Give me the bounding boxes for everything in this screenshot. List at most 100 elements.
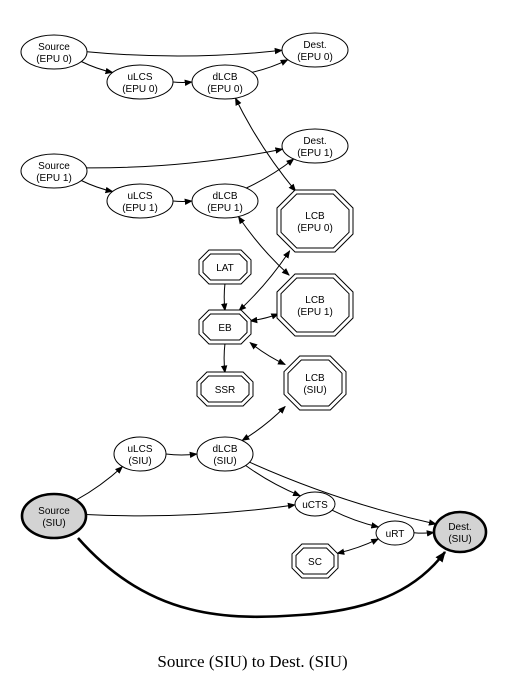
node-shape-inner [287, 359, 343, 407]
node-ssr: SSR [196, 371, 254, 407]
node-dest-siu: Dest.(SIU) [432, 510, 488, 554]
node-shape [294, 491, 336, 517]
node-shape-inner [202, 313, 248, 341]
edge-source-epu1-to-ulcs-epu1 [81, 180, 114, 194]
node-dlcb-epu1: dLCB(EPU 1) [191, 183, 259, 219]
node-shape [196, 436, 254, 472]
node-label: LCB [305, 211, 325, 222]
node-label: uLCS [127, 191, 152, 202]
node-shape [281, 128, 349, 164]
node-shape-outer [276, 273, 354, 337]
edge-dlcb-siu-to-lcb-siu [241, 405, 286, 441]
node-source-epu1: Source(EPU 1) [20, 153, 88, 189]
edge-ulcs-siu-to-dlcb-siu [165, 451, 198, 459]
node-shape-inner [295, 547, 335, 575]
node-label: Dest. [303, 136, 326, 147]
edge-eb-to-lcb-siu [249, 341, 286, 365]
node-label: Source [38, 506, 70, 517]
edge-source-epu1-to-dest-epu1 [86, 147, 284, 169]
node-label: Source [38, 161, 70, 172]
edge-source-siu-to-ulcs-siu [75, 466, 124, 501]
node-sublabel: (SIU) [213, 456, 236, 467]
node-label: uRT [386, 529, 405, 540]
node-sublabel: (EPU 0) [297, 223, 333, 234]
node-label: LCB [305, 373, 325, 384]
node-shape-outer [198, 309, 252, 345]
node-shape-inner [200, 375, 250, 403]
node-sublabel: (SIU) [128, 456, 151, 467]
node-ucts: uCTS [294, 491, 336, 517]
node-lcb-epu1: LCB(EPU 1) [276, 273, 354, 337]
node-dlcb-epu0: dLCB(EPU 0) [191, 64, 259, 100]
edge-source-epu0-to-ulcs-epu0 [81, 61, 114, 75]
node-shape-inner [280, 193, 350, 249]
node-sublabel: (EPU 1) [297, 307, 333, 318]
figure-caption: Source (SIU) to Dest. (SIU) [157, 652, 348, 671]
node-shape [20, 153, 88, 189]
node-label: Source [38, 42, 70, 53]
edge-source-siu-to-ucts [85, 502, 296, 517]
node-shape-outer [196, 371, 254, 407]
nodes-layer: Source(EPU 0)Dest.(EPU 0)uLCS(EPU 0)dLCB… [20, 32, 488, 579]
node-lcb-siu: LCB(SIU) [283, 355, 347, 411]
edge-source-epu0-to-dest-epu0 [86, 47, 283, 57]
node-ulcs-epu1: uLCS(EPU 1) [106, 183, 174, 219]
edge-ucts-to-urt [331, 509, 380, 529]
node-label: LCB [305, 295, 325, 306]
node-shape [20, 34, 88, 70]
node-shape-inner [202, 253, 248, 281]
edge-lat-to-eb [220, 283, 228, 312]
node-sublabel: (EPU 0) [122, 84, 158, 95]
node-shape [106, 64, 174, 100]
edge-eb-to-lcb-epu1 [249, 313, 280, 324]
node-lcb-epu0: LCB(EPU 0) [276, 189, 354, 253]
node-sublabel: (EPU 1) [36, 173, 72, 184]
node-label: LAT [216, 263, 234, 274]
node-label: SSR [215, 385, 236, 396]
node-dest-epu0: Dest.(EPU 0) [281, 32, 349, 68]
node-shape [281, 32, 349, 68]
node-sublabel: (EPU 1) [122, 203, 158, 214]
node-shape-outer [276, 189, 354, 253]
node-sublabel: (EPU 0) [36, 54, 72, 65]
edge-ulcs-epu1-to-dlcb-epu1 [172, 198, 193, 206]
node-label: SC [308, 557, 322, 568]
node-sublabel: (SIU) [303, 385, 326, 396]
node-sublabel: (EPU 1) [297, 148, 333, 159]
node-sublabel: (SIU) [448, 534, 471, 545]
edge-source-siu-to-dest-siu [77, 537, 447, 619]
node-label: dLCB [212, 444, 237, 455]
node-label: dLCB [212, 191, 237, 202]
node-shape [375, 520, 415, 546]
node-shape-inner [280, 277, 350, 333]
edge-dlcb-epu1-to-dest-epu1 [246, 158, 295, 189]
node-ulcs-siu: uLCS(SIU) [113, 436, 167, 472]
node-lat: LAT [198, 249, 252, 285]
edges-layer [75, 47, 447, 619]
node-dest-epu1: Dest.(EPU 1) [281, 128, 349, 164]
node-shape [20, 492, 88, 540]
node-shape [113, 436, 167, 472]
node-label: uLCS [127, 444, 152, 455]
node-label: EB [218, 323, 232, 334]
node-sublabel: (EPU 1) [207, 203, 243, 214]
node-urt: uRT [375, 520, 415, 546]
node-shape [432, 510, 488, 554]
edge-dlcb-epu0-to-lcb-epu0 [234, 97, 297, 192]
edge-sc-to-urt [336, 538, 380, 555]
node-sublabel: (EPU 0) [297, 52, 333, 63]
edge-dlcb-siu-to-ucts [245, 465, 302, 497]
node-sublabel: (EPU 0) [207, 84, 243, 95]
node-shape [106, 183, 174, 219]
node-label: Dest. [303, 40, 326, 51]
node-shape [191, 183, 259, 219]
node-source-epu0: Source(EPU 0) [20, 34, 88, 70]
edge-dlcb-siu-to-dest-siu [249, 461, 437, 526]
edge-urt-to-dest-siu [413, 530, 435, 537]
edge-eb-to-lcb-epu0 [238, 250, 291, 312]
node-source-siu: Source(SIU) [20, 492, 88, 540]
node-label: uLCS [127, 72, 152, 83]
edge-eb-to-ssr [220, 343, 228, 374]
node-sc: SC [291, 543, 339, 579]
